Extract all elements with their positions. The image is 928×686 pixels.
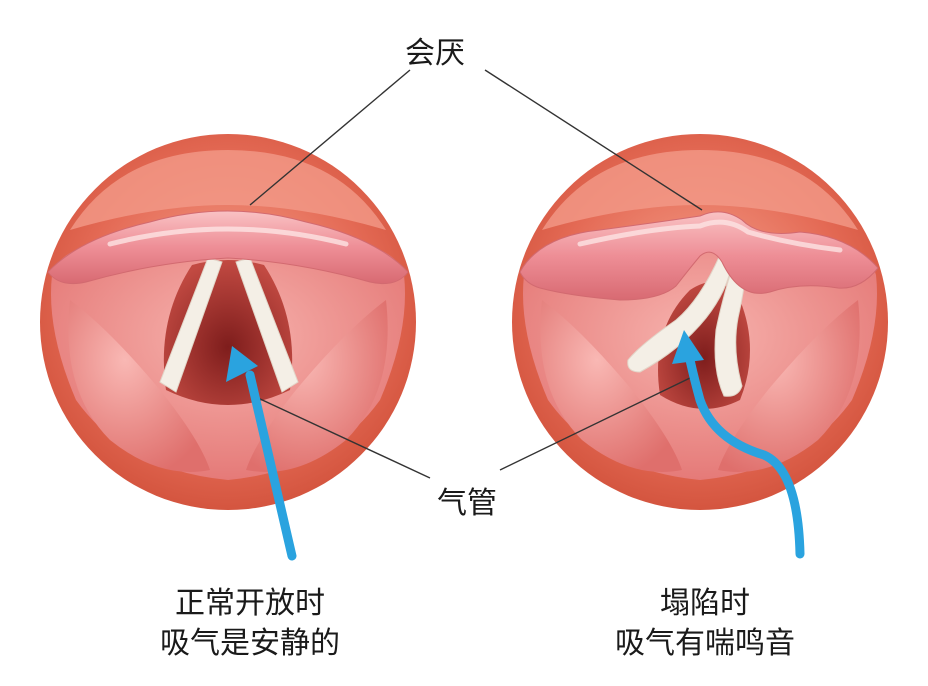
airflow-arrow-left-shaft <box>245 370 297 561</box>
right-arytenoid-left <box>540 300 682 472</box>
caption-collapsed: 塌陷时 吸气有喘鸣音 <box>560 584 850 664</box>
leader-lines <box>249 69 703 479</box>
label-trachea: 气管 <box>437 486 497 521</box>
airflow-arrow-right-shaft <box>685 355 805 559</box>
airway-collapsed-illustration <box>512 134 888 510</box>
left-upper-tissue-fold <box>70 150 386 230</box>
left-arytenoid-right <box>246 300 388 472</box>
airway-open-illustration <box>40 134 416 510</box>
label-epiglottis: 会厌 <box>405 36 465 71</box>
leader-line-epiglottis-left <box>249 69 411 206</box>
leader-line-trachea-left <box>257 397 431 479</box>
airflow-arrow-right <box>672 330 805 559</box>
leader-line-trachea-right <box>499 377 691 471</box>
leader-line-epiglottis-right <box>484 69 703 211</box>
right-vocal-cord-right <box>714 261 747 397</box>
left-vocal-cord-left <box>159 257 223 393</box>
right-vocal-cord-left <box>627 254 733 373</box>
left-epiglottis-highlight <box>107 226 349 247</box>
caption-normal-line1: 正常开放时 <box>175 586 325 621</box>
airflow-arrow-right-head <box>672 330 704 364</box>
caption-collapsed-line1: 塌陷时 <box>660 586 750 621</box>
caption-normal-line2: 吸气是安静的 <box>160 626 340 661</box>
caption-collapsed-line2: 吸气有喘鸣音 <box>615 626 795 661</box>
caption-normal: 正常开放时 吸气是安静的 <box>95 584 405 664</box>
right-arytenoid-right <box>718 300 860 472</box>
right-epiglottis-highlight <box>577 219 843 253</box>
airflow-arrow-left-head <box>226 346 258 382</box>
left-epiglottis <box>47 210 409 285</box>
right-epiglottis-collapsed <box>519 211 879 301</box>
left-arytenoid-left <box>68 300 210 472</box>
airflow-arrow-left <box>226 346 297 561</box>
right-upper-tissue-fold <box>542 150 858 230</box>
